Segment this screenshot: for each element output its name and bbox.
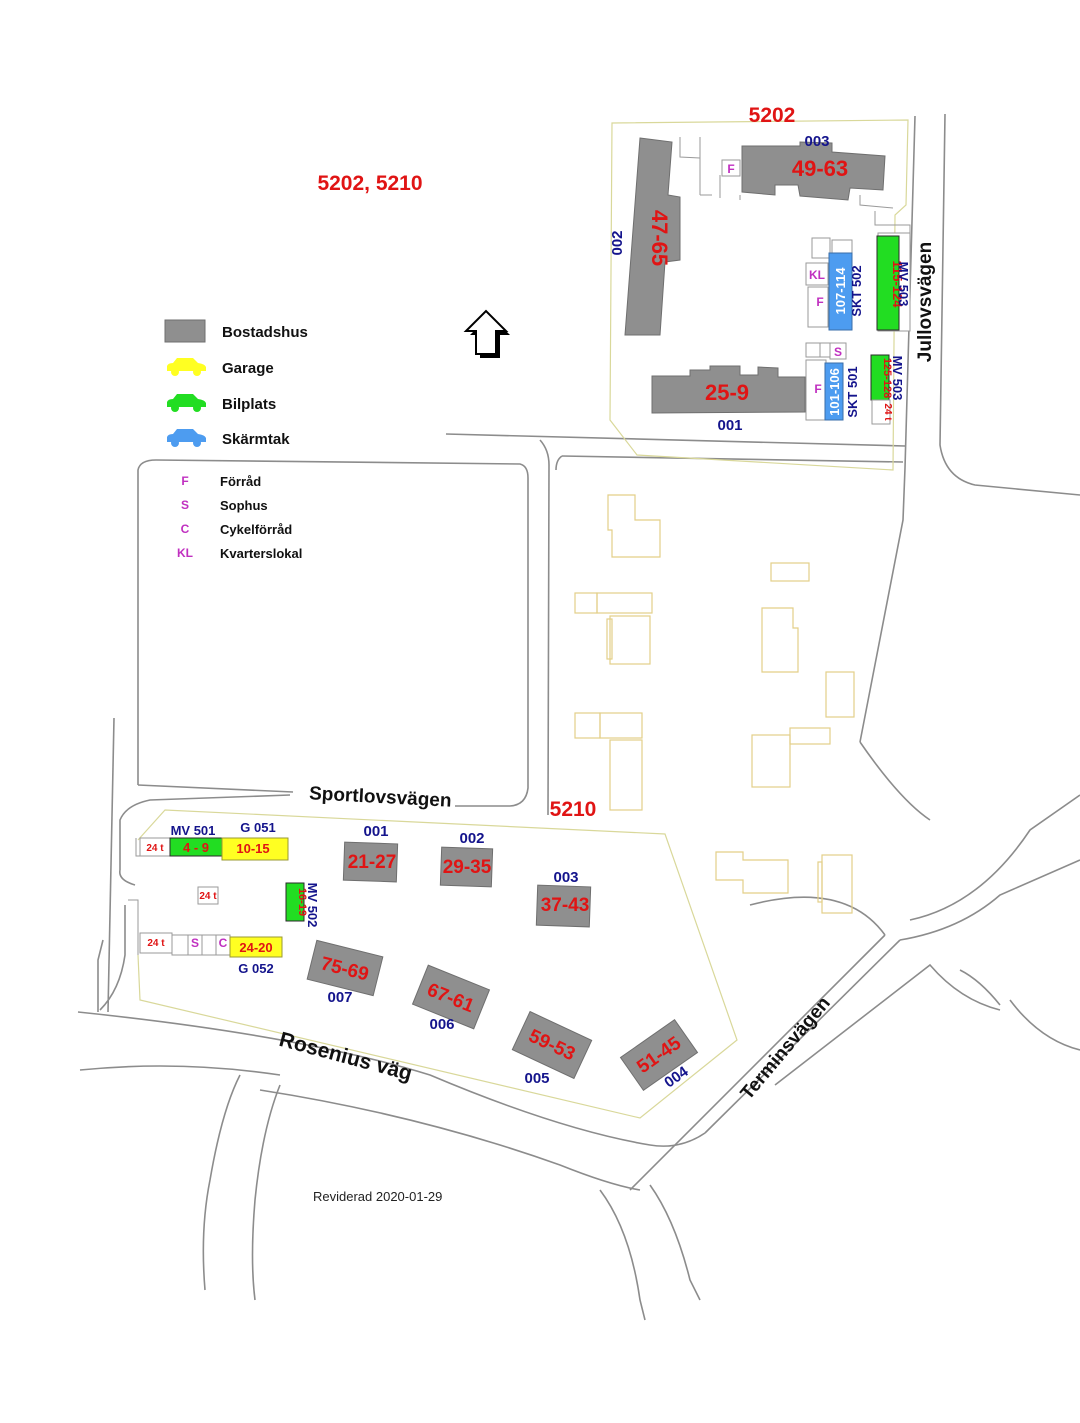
marker-c: C — [219, 936, 228, 950]
carport-range: 101-106 — [827, 368, 842, 416]
marker-f: F — [727, 162, 734, 176]
building-label: 49-63 — [792, 156, 848, 181]
garbage-box — [829, 342, 847, 360]
legend-label: Bostadshus — [222, 324, 308, 341]
building-47-65 — [624, 137, 681, 336]
building-75-69 — [306, 939, 384, 997]
revision-date: Reviderad 2020-01-29 — [313, 1189, 442, 1204]
block-code: 001 — [363, 823, 388, 840]
carport-skt-502 — [828, 252, 853, 331]
marker-kl: KL — [809, 268, 825, 282]
north-block: 47-65 002 49-63 003 F 25-9 001 KL F 107-… — [609, 119, 911, 471]
parking-range: 16-19 — [296, 888, 308, 916]
building-label: 21-27 — [348, 852, 397, 873]
other-buildings — [574, 494, 855, 914]
garage-label: G 051 — [240, 820, 275, 835]
block-code: 005 — [524, 1070, 549, 1087]
building-21-27 — [342, 841, 399, 883]
street-terminsvagen: Terminsvägen — [737, 993, 835, 1104]
building-49-63 — [741, 141, 886, 201]
abbr-code: KL — [177, 546, 193, 560]
south-block: 24 t 24 t 24 t 4 - 9 MV 501 10-15 G 051 … — [128, 809, 738, 1119]
street-jullovsvagen: Jullovsvägen — [915, 242, 936, 362]
parking-mv-502 — [285, 882, 305, 922]
car-icon — [167, 394, 206, 412]
carport-label: SKT 502 — [849, 265, 864, 316]
building-label: 37-43 — [541, 895, 590, 916]
abbr-label: Cykelförråd — [220, 522, 292, 537]
time-limit: 24 t — [146, 843, 164, 854]
building-59-53 — [511, 1010, 593, 1080]
abbr-code: F — [181, 474, 188, 488]
marker-f: F — [816, 295, 823, 309]
garage-g-051 — [221, 837, 289, 861]
block-code: 002 — [609, 230, 626, 255]
parking-label: MV 503 — [896, 262, 911, 307]
time-limit: 24 t — [147, 938, 165, 949]
north-area-title: 5202 — [749, 104, 796, 127]
building-37-43 — [535, 884, 592, 928]
parking-mv-503-upper — [876, 235, 900, 331]
legend-swatch-square-icon — [164, 319, 206, 343]
abbr-label: Sophus — [220, 498, 268, 513]
car-icon — [167, 429, 206, 447]
parking-range: 4 - 9 — [183, 840, 209, 855]
building-67-61 — [411, 964, 491, 1030]
time-limit: 24 t — [199, 891, 217, 902]
building-51-45 — [619, 1018, 699, 1092]
parking-range: 115-124 — [890, 261, 905, 309]
building-label: 25-9 — [705, 380, 749, 405]
legend-label: Garage — [222, 360, 274, 377]
building-label: 29-35 — [443, 857, 492, 878]
building-25-9 — [651, 365, 806, 414]
storage-box — [721, 159, 741, 177]
road-network — [77, 113, 1080, 1321]
block-code: 003 — [553, 869, 578, 886]
garage-range: 10-15 — [236, 841, 269, 856]
carport-label: SKT 501 — [845, 366, 860, 417]
abbr-code: S — [181, 498, 189, 512]
parking-label: MV 503 — [890, 356, 905, 401]
carport-skt-501 — [824, 362, 844, 421]
building-label: 47-65 — [647, 210, 672, 266]
car-icon — [167, 358, 206, 376]
building-29-35 — [439, 846, 494, 888]
parking-label: MV 502 — [305, 883, 320, 928]
marker-s: S — [834, 345, 842, 359]
marker-s: S — [191, 936, 199, 950]
garage-label: G 052 — [238, 961, 273, 976]
legend: Bostadshus Garage Bilplats Skärmtak F Fö… — [164, 319, 308, 561]
block-code: 001 — [717, 417, 742, 434]
carport-range: 107-114 — [833, 267, 848, 315]
map-title: 5202, 5210 — [317, 172, 422, 195]
legend-label: Bilplats — [222, 396, 276, 413]
north-arrow-icon — [463, 309, 510, 358]
street-sportlovsvagen: Sportlovsvägen — [309, 783, 452, 811]
block-code: 007 — [327, 989, 352, 1006]
legend-label: Skärmtak — [222, 431, 290, 448]
parking-range: 125-128 — [881, 358, 893, 398]
garage-g-052 — [229, 936, 283, 958]
time-limit: 24 t — [882, 403, 893, 421]
block-code: 002 — [459, 830, 484, 847]
abbr-label: Kvarterslokal — [220, 546, 302, 561]
abbr-code: C — [181, 522, 190, 536]
abbr-label: Förråd — [220, 474, 261, 489]
kl-box — [805, 262, 829, 286]
parking-label: MV 501 — [171, 823, 216, 838]
marker-f: F — [814, 382, 821, 396]
street-rosenius-vag: Rosenius väg — [277, 1028, 415, 1086]
garage-range: 24-20 — [239, 940, 272, 955]
block-code: 006 — [429, 1016, 454, 1033]
block-code: 003 — [804, 133, 829, 150]
south-area-title: 5210 — [550, 798, 597, 821]
